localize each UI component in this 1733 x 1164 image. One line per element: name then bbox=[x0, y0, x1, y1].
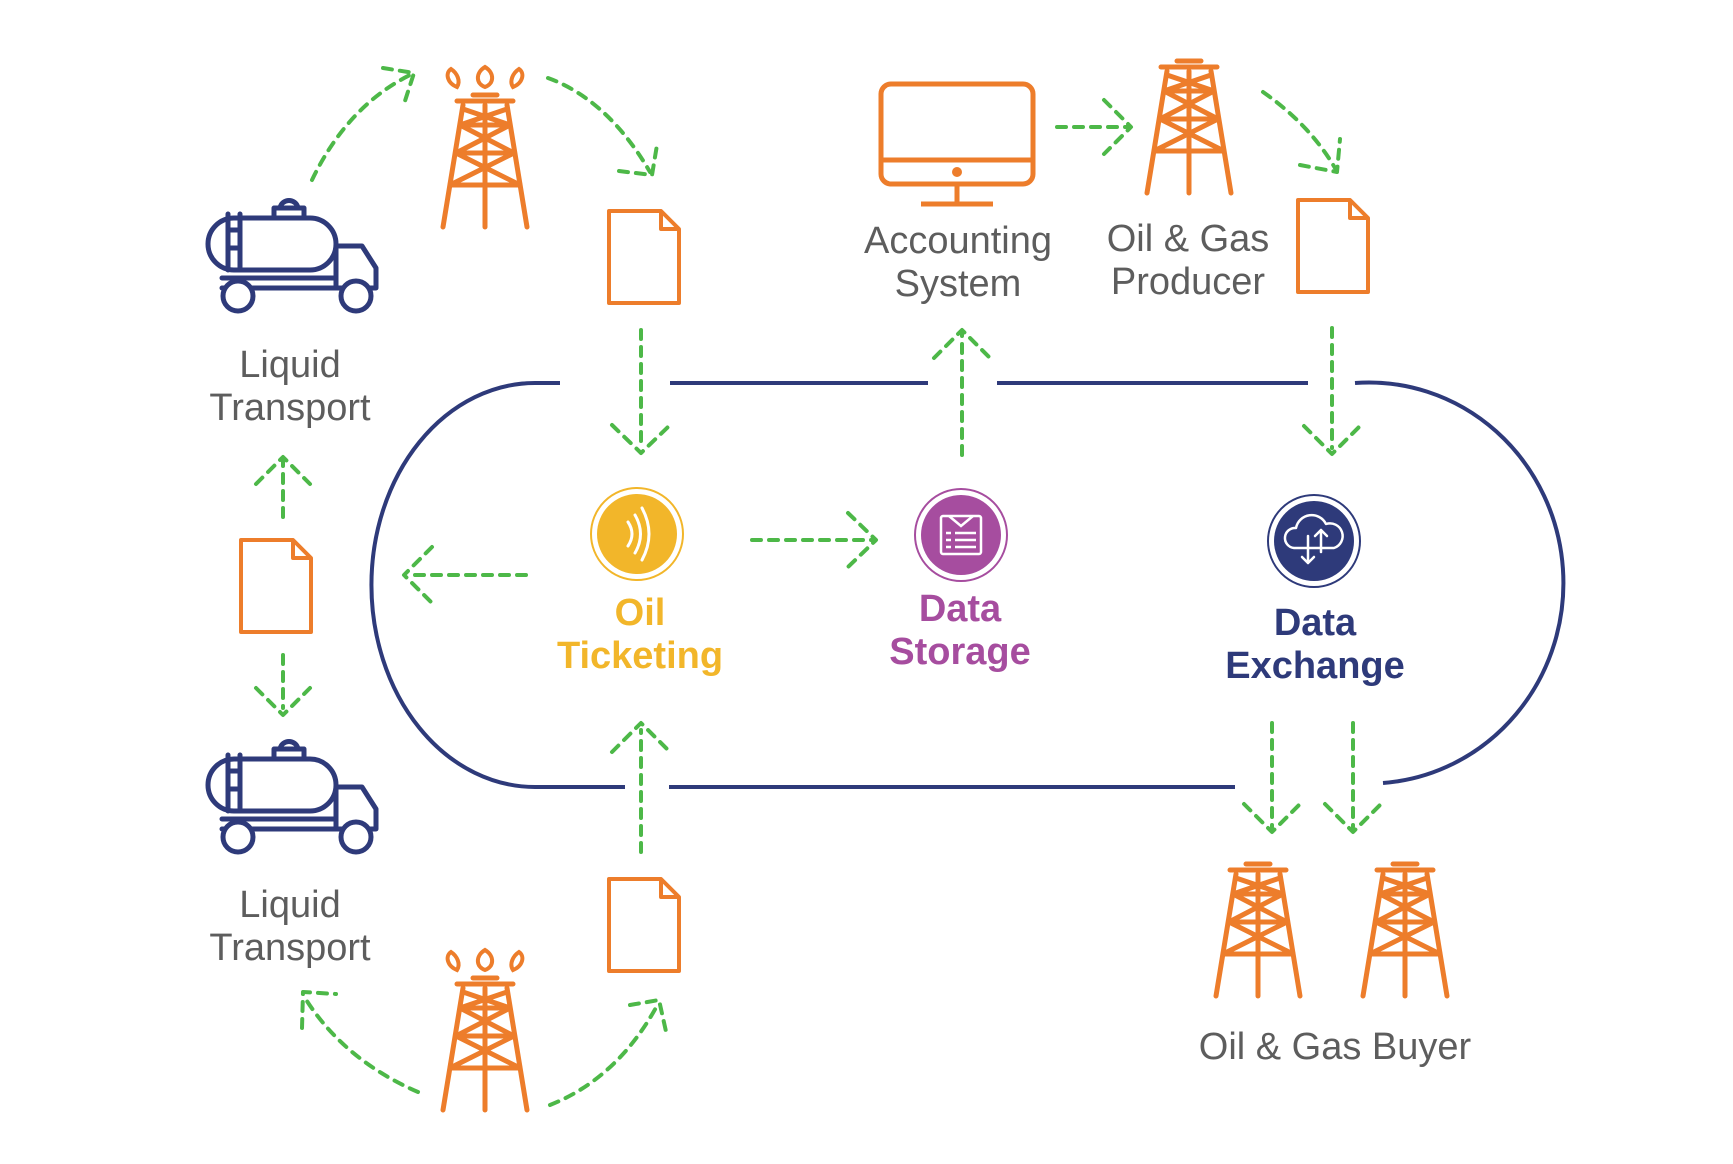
computer-monitor-icon bbox=[881, 84, 1033, 204]
arrow-well-to-doc-top bbox=[546, 76, 652, 174]
liquid-transport-label-top: Liquid Transport bbox=[209, 344, 371, 429]
tanker-truck-icon bbox=[208, 201, 376, 312]
document-icon bbox=[239, 538, 313, 634]
oil-ticketing-label: Oil Ticketing bbox=[556, 592, 724, 677]
arrowhead-ticketing-to-left bbox=[402, 545, 434, 605]
arrowhead-well-bottom-to-doc bbox=[628, 998, 669, 1038]
arrowhead-well-to-doc-top bbox=[617, 143, 659, 177]
arrowhead-doc-to-ticketing bbox=[610, 423, 672, 455]
arrowhead-truck-to-well-top bbox=[381, 66, 416, 106]
loop-right-arc bbox=[1354, 380, 1566, 785]
arrowhead-left-doc-to-bottom-truck bbox=[254, 686, 312, 717]
liquid-transport-label-bottom: Liquid Transport bbox=[209, 884, 371, 969]
arrowhead-left-doc-to-top-truck bbox=[254, 455, 312, 486]
data-storage-hub bbox=[914, 488, 1008, 582]
arrowhead-accounting-to-producer bbox=[1102, 98, 1133, 156]
arrow-well-bottom-to-truck bbox=[303, 996, 420, 1094]
arrowhead-bottom-doc-to-ticketing bbox=[610, 721, 672, 754]
oil-rig-icon bbox=[1216, 864, 1300, 996]
arrow-truck-to-well-top bbox=[310, 72, 414, 182]
data-exchange-hub bbox=[1267, 494, 1361, 588]
arrowhead-well-bottom-to-truck bbox=[300, 990, 338, 1030]
buyer-label: Oil & Gas Buyer bbox=[1198, 1026, 1472, 1068]
tanker-truck-icon bbox=[208, 742, 376, 853]
arrowhead-producer-to-doc bbox=[1298, 137, 1342, 174]
loop-left-arc bbox=[369, 381, 625, 789]
data-storage-label: Data Storage bbox=[889, 588, 1031, 673]
arrow-producer-to-doc bbox=[1261, 90, 1337, 170]
arrow-well-bottom-to-doc bbox=[548, 1002, 660, 1107]
flow-arrows bbox=[254, 66, 1383, 1107]
central-loop bbox=[369, 380, 1566, 789]
document-icon bbox=[1296, 198, 1370, 294]
accounting-system-label: Accounting System bbox=[863, 220, 1052, 305]
arrowhead-doc-to-exchange bbox=[1302, 424, 1362, 456]
data-exchange-label: Data Exchange bbox=[1225, 602, 1405, 687]
cloud-upload-download-icon bbox=[1283, 513, 1344, 565]
document-icon bbox=[607, 877, 681, 973]
oil-rig-icon bbox=[1147, 61, 1231, 193]
arrowhead-ticketing-to-storage bbox=[846, 511, 878, 569]
arrowhead-storage-to-accounting bbox=[932, 328, 992, 360]
arrowhead-exchange-to-buyer-1 bbox=[1242, 802, 1302, 834]
document-icon bbox=[607, 209, 681, 305]
storage-form-icon bbox=[939, 514, 983, 556]
oil-rig-icon bbox=[1363, 864, 1447, 996]
producer-label: Oil & Gas Producer bbox=[1106, 218, 1270, 303]
oil-rig-icon bbox=[443, 948, 527, 1110]
arrowhead-exchange-to-buyer-2 bbox=[1323, 802, 1383, 834]
oil-rig-icon bbox=[443, 65, 527, 227]
oil-ticketing-hub bbox=[590, 487, 684, 581]
nfc-wireless-icon bbox=[626, 506, 651, 562]
